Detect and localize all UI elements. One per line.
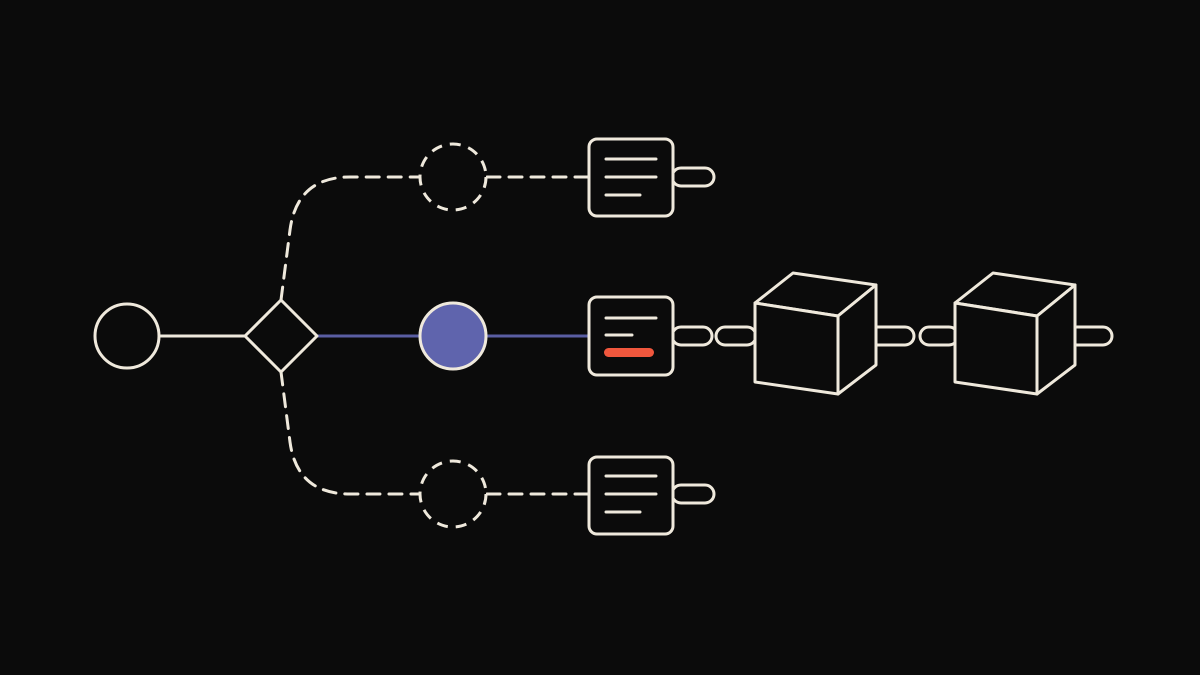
cube-2-side-face [1035, 283, 1077, 396]
cube-1-side-face [836, 283, 878, 396]
doc-middle-highlight-bar [604, 348, 654, 357]
cube-2 [953, 271, 1077, 396]
cube-1 [753, 271, 878, 396]
decision-node [243, 298, 319, 374]
doc-middle-connector-pill [670, 325, 714, 347]
cube-2-left-connector-pill [918, 325, 960, 347]
doc-top-connector-pill [670, 166, 716, 188]
branch-middle-node [418, 301, 488, 371]
edge-decision-bottom-branch [279, 370, 422, 496]
edge-decision-top-branch [279, 175, 422, 302]
doc-bottom-connector-pill [670, 483, 716, 505]
doc-bottom [587, 455, 675, 536]
cube-2-front-face [953, 301, 1039, 396]
doc-top [587, 137, 675, 218]
cube-1-left-connector-pill [714, 325, 758, 347]
branch-bottom-node [418, 459, 488, 529]
doc-middle [587, 295, 675, 377]
branch-top-node [418, 142, 488, 212]
start-node [93, 302, 161, 370]
cube-1-front-face [753, 301, 840, 396]
